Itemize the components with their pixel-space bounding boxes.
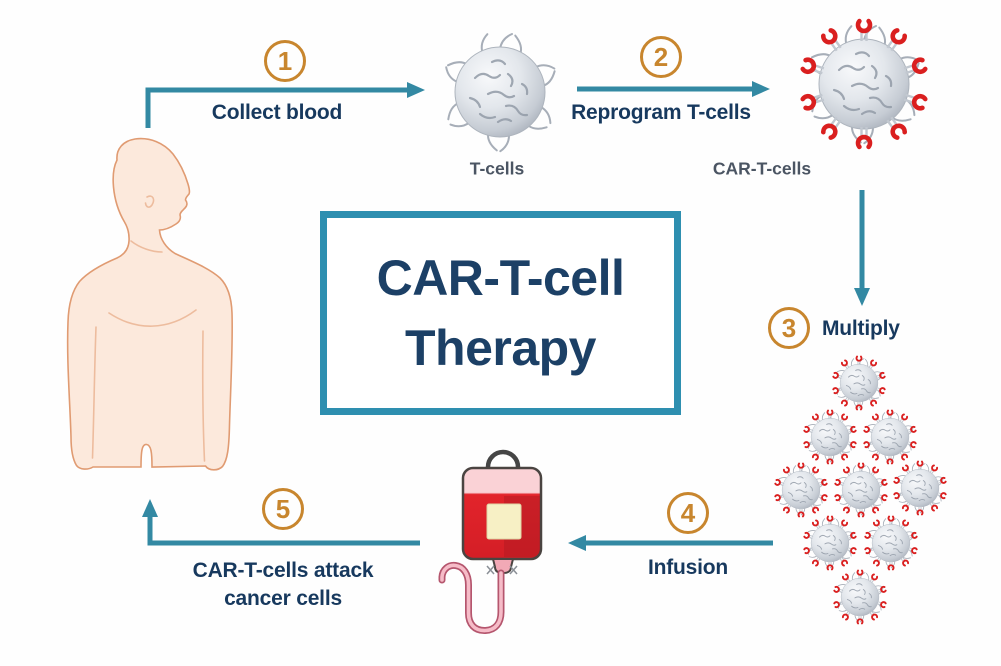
arrow-step1-collect <box>145 82 425 128</box>
ear-detail <box>144 195 155 208</box>
arrow-step5-attack <box>142 499 420 546</box>
car-t-cell-illustration <box>802 21 925 147</box>
diagram-title-line1: CAR-T-cell <box>376 250 625 306</box>
step-4-label: Infusion <box>647 556 729 579</box>
chest-crease <box>108 309 197 327</box>
step-1-number: 1 <box>277 45 293 76</box>
step-2-label: Reprogram T-cells <box>571 101 751 124</box>
port-valve-marks <box>486 565 518 575</box>
collar-crease <box>130 240 163 253</box>
step-3-badge: 3 <box>768 307 810 349</box>
patient-figure <box>66 137 234 471</box>
step-1-label: Collect blood <box>211 101 343 124</box>
multiplied-car-t-cells-illustration <box>775 357 946 624</box>
step-5-label-line1: CAR-T-cells attack <box>192 559 374 582</box>
step-4-badge: 4 <box>667 492 709 534</box>
step-5-number: 5 <box>275 493 291 524</box>
step-3-label: Multiply <box>822 317 900 340</box>
bag-label <box>486 503 522 540</box>
step-5-badge: 5 <box>262 488 304 530</box>
diagram-title-line2: Therapy <box>404 320 597 376</box>
t-cell-illustration <box>443 34 556 151</box>
step-4-number: 4 <box>680 497 696 528</box>
step-1-badge: 1 <box>264 40 306 82</box>
left-arm-crease <box>91 326 97 459</box>
right-arm-crease <box>201 330 206 462</box>
bag-tube-fill <box>440 563 503 633</box>
step-3-number: 3 <box>781 312 797 343</box>
step-2-badge: 2 <box>640 36 682 78</box>
t-cells-caption: T-cells <box>469 158 525 179</box>
step-5-label-line2: cancer cells <box>224 587 342 610</box>
infusion-bag-illustration <box>438 449 543 634</box>
step-2-number: 2 <box>653 41 669 72</box>
title-box: CAR-T-cell Therapy <box>320 211 681 415</box>
process-arrows <box>142 81 870 551</box>
car-t-cells-caption: CAR-T-cells <box>712 158 812 179</box>
